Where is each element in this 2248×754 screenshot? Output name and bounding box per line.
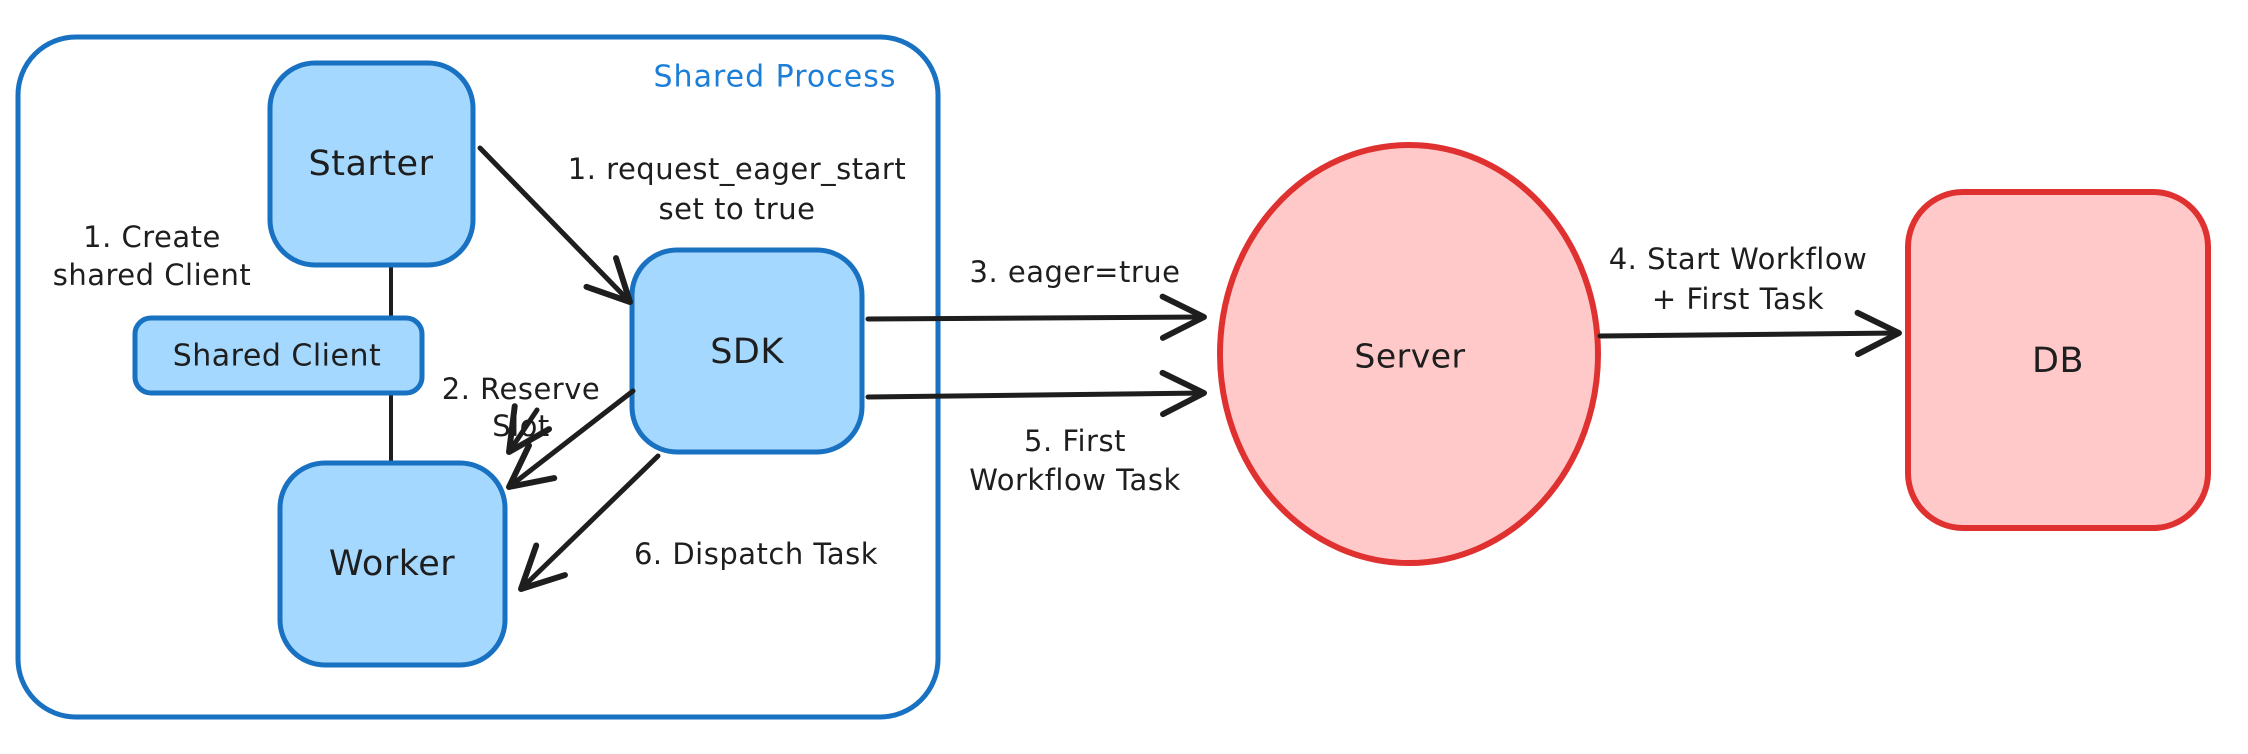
starter-label: Starter <box>308 144 434 184</box>
worker-label: Worker <box>328 544 456 584</box>
shared-process-label: Shared Process <box>653 59 897 95</box>
sdk-node <box>629 247 865 455</box>
annotation-start-workflow: 4. Start Workflow + First Task <box>1609 239 1868 319</box>
annotation-create-shared-client-line2: shared Client <box>52 258 252 292</box>
annotation-first-workflow-task: 5. First Workflow Task <box>969 422 1180 500</box>
db-node <box>1905 189 2211 531</box>
server-node <box>1217 142 1601 566</box>
annotation-start-workflow-line2: + First Task <box>1651 282 1825 316</box>
shared-client-label: Shared Client <box>172 338 382 374</box>
server-label: Server <box>1354 336 1466 376</box>
sdk-label: SDK <box>710 332 784 372</box>
annotation-dispatch-task: 6. Dispatch Task <box>633 537 879 571</box>
annotation-reserve-slot-line2: Slot <box>492 409 550 443</box>
arrow-reserve-slot-small <box>506 403 553 455</box>
annotation-eager-true: 3. eager=true <box>969 255 1181 289</box>
annotation-reserve-slot: 2. Reserve Slot <box>442 371 600 445</box>
shared-client-node <box>132 315 425 396</box>
arrow-start-workflow <box>1597 309 1902 358</box>
annotation-request-eager-start-line2: set to true <box>658 192 816 226</box>
annotation-request-eager-start: 1. request_eager_start set to true <box>568 149 906 229</box>
arrow-reserve-slot <box>506 388 636 490</box>
arrow-request-eager-start <box>477 145 633 305</box>
annotation-reserve-slot-line1: 2. Reserve <box>441 372 601 406</box>
arrow-eager-true <box>865 293 1207 341</box>
shared-process-container <box>15 34 941 720</box>
annotation-create-shared-client: 1. Create shared Client <box>53 218 251 294</box>
annotation-request-eager-start-line1: 1. request_eager_start <box>567 152 907 186</box>
annotation-start-workflow-line1: 4. Start Workflow <box>1608 242 1868 276</box>
worker-node <box>277 460 508 668</box>
arrow-first-workflow-task <box>865 369 1207 418</box>
annotation-first-workflow-task-line1: 5. First <box>1024 424 1126 458</box>
annotation-create-shared-client-line1: 1. Create <box>83 220 221 254</box>
annotation-first-workflow-task-line2: Workflow Task <box>969 463 1181 497</box>
db-label: DB <box>2032 341 2084 381</box>
starter-node <box>267 60 476 268</box>
arrow-dispatch-task <box>518 453 661 592</box>
